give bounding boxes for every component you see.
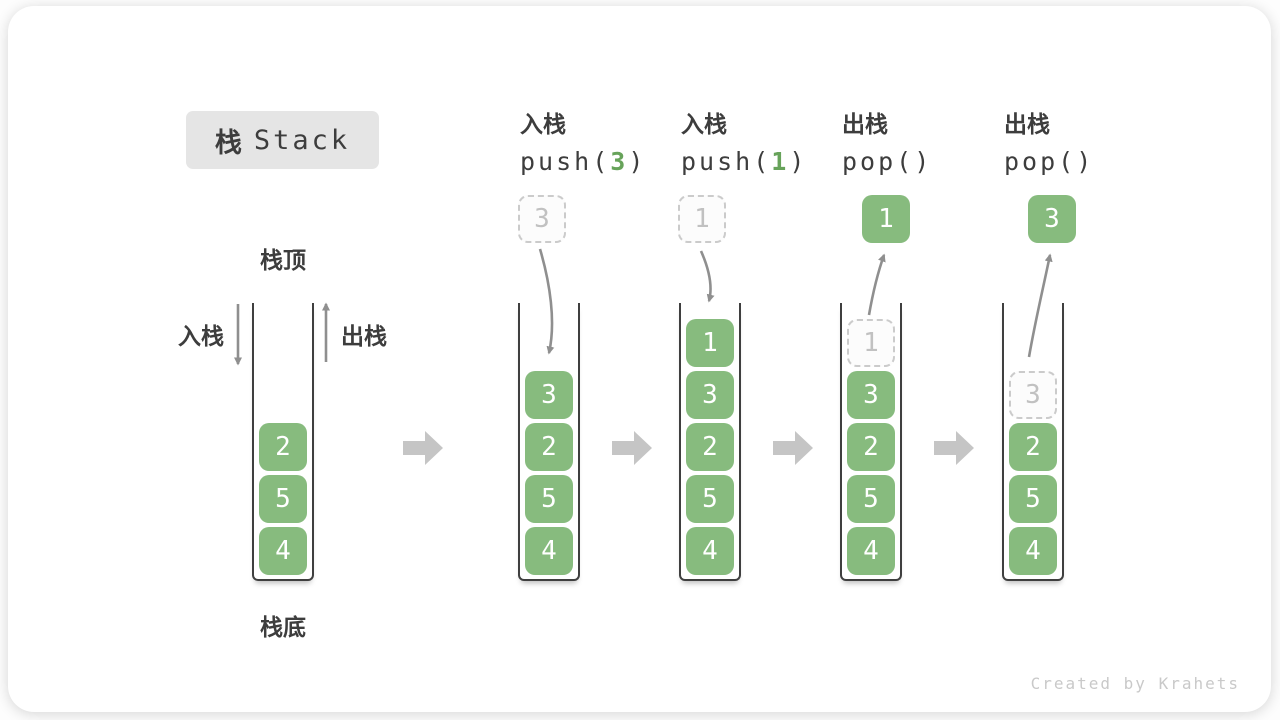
title-en: Stack <box>253 124 351 156</box>
stage-header-code: push(1) <box>681 147 807 176</box>
stage-header-code: push(3) <box>520 147 646 176</box>
stack-item: 4 <box>259 527 307 575</box>
stage-header-label: 入栈 <box>681 112 727 138</box>
code-post: ) <box>789 147 808 176</box>
stage-header-label: 出栈 <box>842 112 888 138</box>
stack-item: 5 <box>686 475 734 523</box>
stack-item: 2 <box>847 423 895 471</box>
stack-item: 1 <box>686 319 734 367</box>
stage-header-code: pop() <box>1004 147 1094 176</box>
stage-header-label: 出栈 <box>1004 112 1050 138</box>
stack-item: 5 <box>259 475 307 523</box>
stage-header-label: 入栈 <box>520 112 566 138</box>
flow-arrow-push-1 <box>699 250 715 303</box>
floating-item-pop-1: 1 <box>862 195 910 243</box>
title-box: 栈 Stack <box>186 111 379 169</box>
code-arg: 1 <box>771 147 790 176</box>
stack-item: 3 <box>847 371 895 419</box>
stack-item-ghost: 3 <box>1009 371 1057 419</box>
title-cn: 栈 <box>214 127 242 159</box>
stack-item: 4 <box>847 527 895 575</box>
floating-item-pop-3: 3 <box>1028 195 1076 243</box>
big-arrow-icon-2 <box>612 431 652 465</box>
big-arrow-icon-3 <box>773 431 813 465</box>
stack-item: 4 <box>686 527 734 575</box>
stack-item: 2 <box>525 423 573 471</box>
stage-header-pop-1: 出栈 pop() <box>842 105 932 176</box>
stack-item: 3 <box>686 371 734 419</box>
code-arg: 3 <box>610 147 629 176</box>
stack-item: 5 <box>1009 475 1057 523</box>
code-pre: pop() <box>1004 147 1095 176</box>
stack-item: 5 <box>525 475 573 523</box>
stage-header-push-3: 入栈 push(3) <box>520 105 646 176</box>
big-arrow-icon-1 <box>403 431 443 465</box>
label-push: 入栈 <box>178 324 224 350</box>
floating-item-push-1: 1 <box>678 195 726 243</box>
stack-item: 4 <box>525 527 573 575</box>
code-pre: push( <box>681 147 772 176</box>
label-pop: 出栈 <box>341 324 387 350</box>
stack-item: 5 <box>847 475 895 523</box>
stack-item: 2 <box>259 423 307 471</box>
stack-item: 3 <box>525 371 573 419</box>
stack-item-ghost: 1 <box>847 319 895 367</box>
stage-header-push-1: 入栈 push(1) <box>681 105 807 176</box>
code-post: ) <box>628 147 647 176</box>
stage-header-code: pop() <box>842 147 932 176</box>
stage-header-pop-3: 出栈 pop() <box>1004 105 1094 176</box>
label-stack-bottom: 栈底 <box>260 615 306 641</box>
code-pre: push( <box>520 147 611 176</box>
watermark: Created by Krahets <box>1030 674 1240 693</box>
big-arrow-icon-4 <box>934 431 974 465</box>
stack-item: 2 <box>1009 423 1057 471</box>
stack-item: 4 <box>1009 527 1057 575</box>
code-pre: pop() <box>842 147 933 176</box>
label-stack-top: 栈顶 <box>260 248 306 274</box>
stack-item: 2 <box>686 423 734 471</box>
floating-item-push-3: 3 <box>518 195 566 243</box>
